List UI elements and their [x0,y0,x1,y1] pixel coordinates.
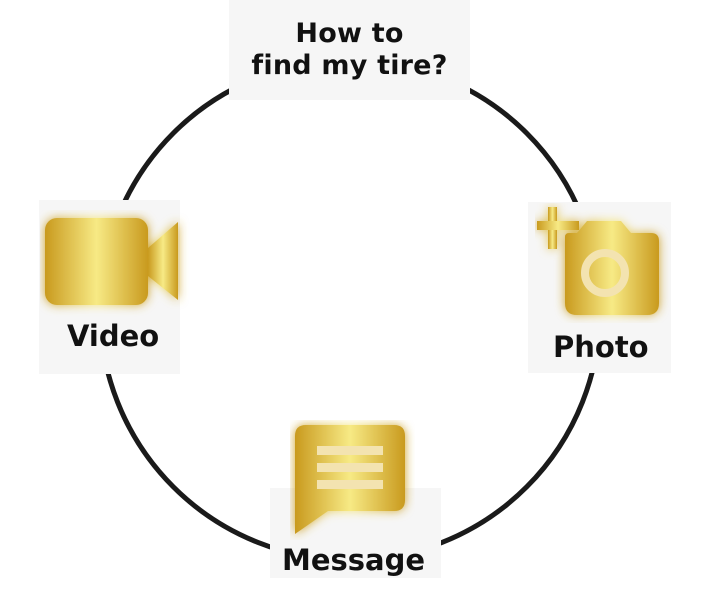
title-line-1: How to [295,18,404,49]
message-label[interactable]: Message [282,543,426,577]
title-line-2: find my tire? [251,50,448,81]
video-label[interactable]: Video [67,319,160,353]
photo-label[interactable]: Photo [553,330,649,364]
title-box: How to find my tire? [229,0,470,100]
camera-add-icon[interactable] [535,203,670,323]
video-camera-icon[interactable] [40,210,190,320]
message-bubble-icon[interactable] [290,420,415,540]
